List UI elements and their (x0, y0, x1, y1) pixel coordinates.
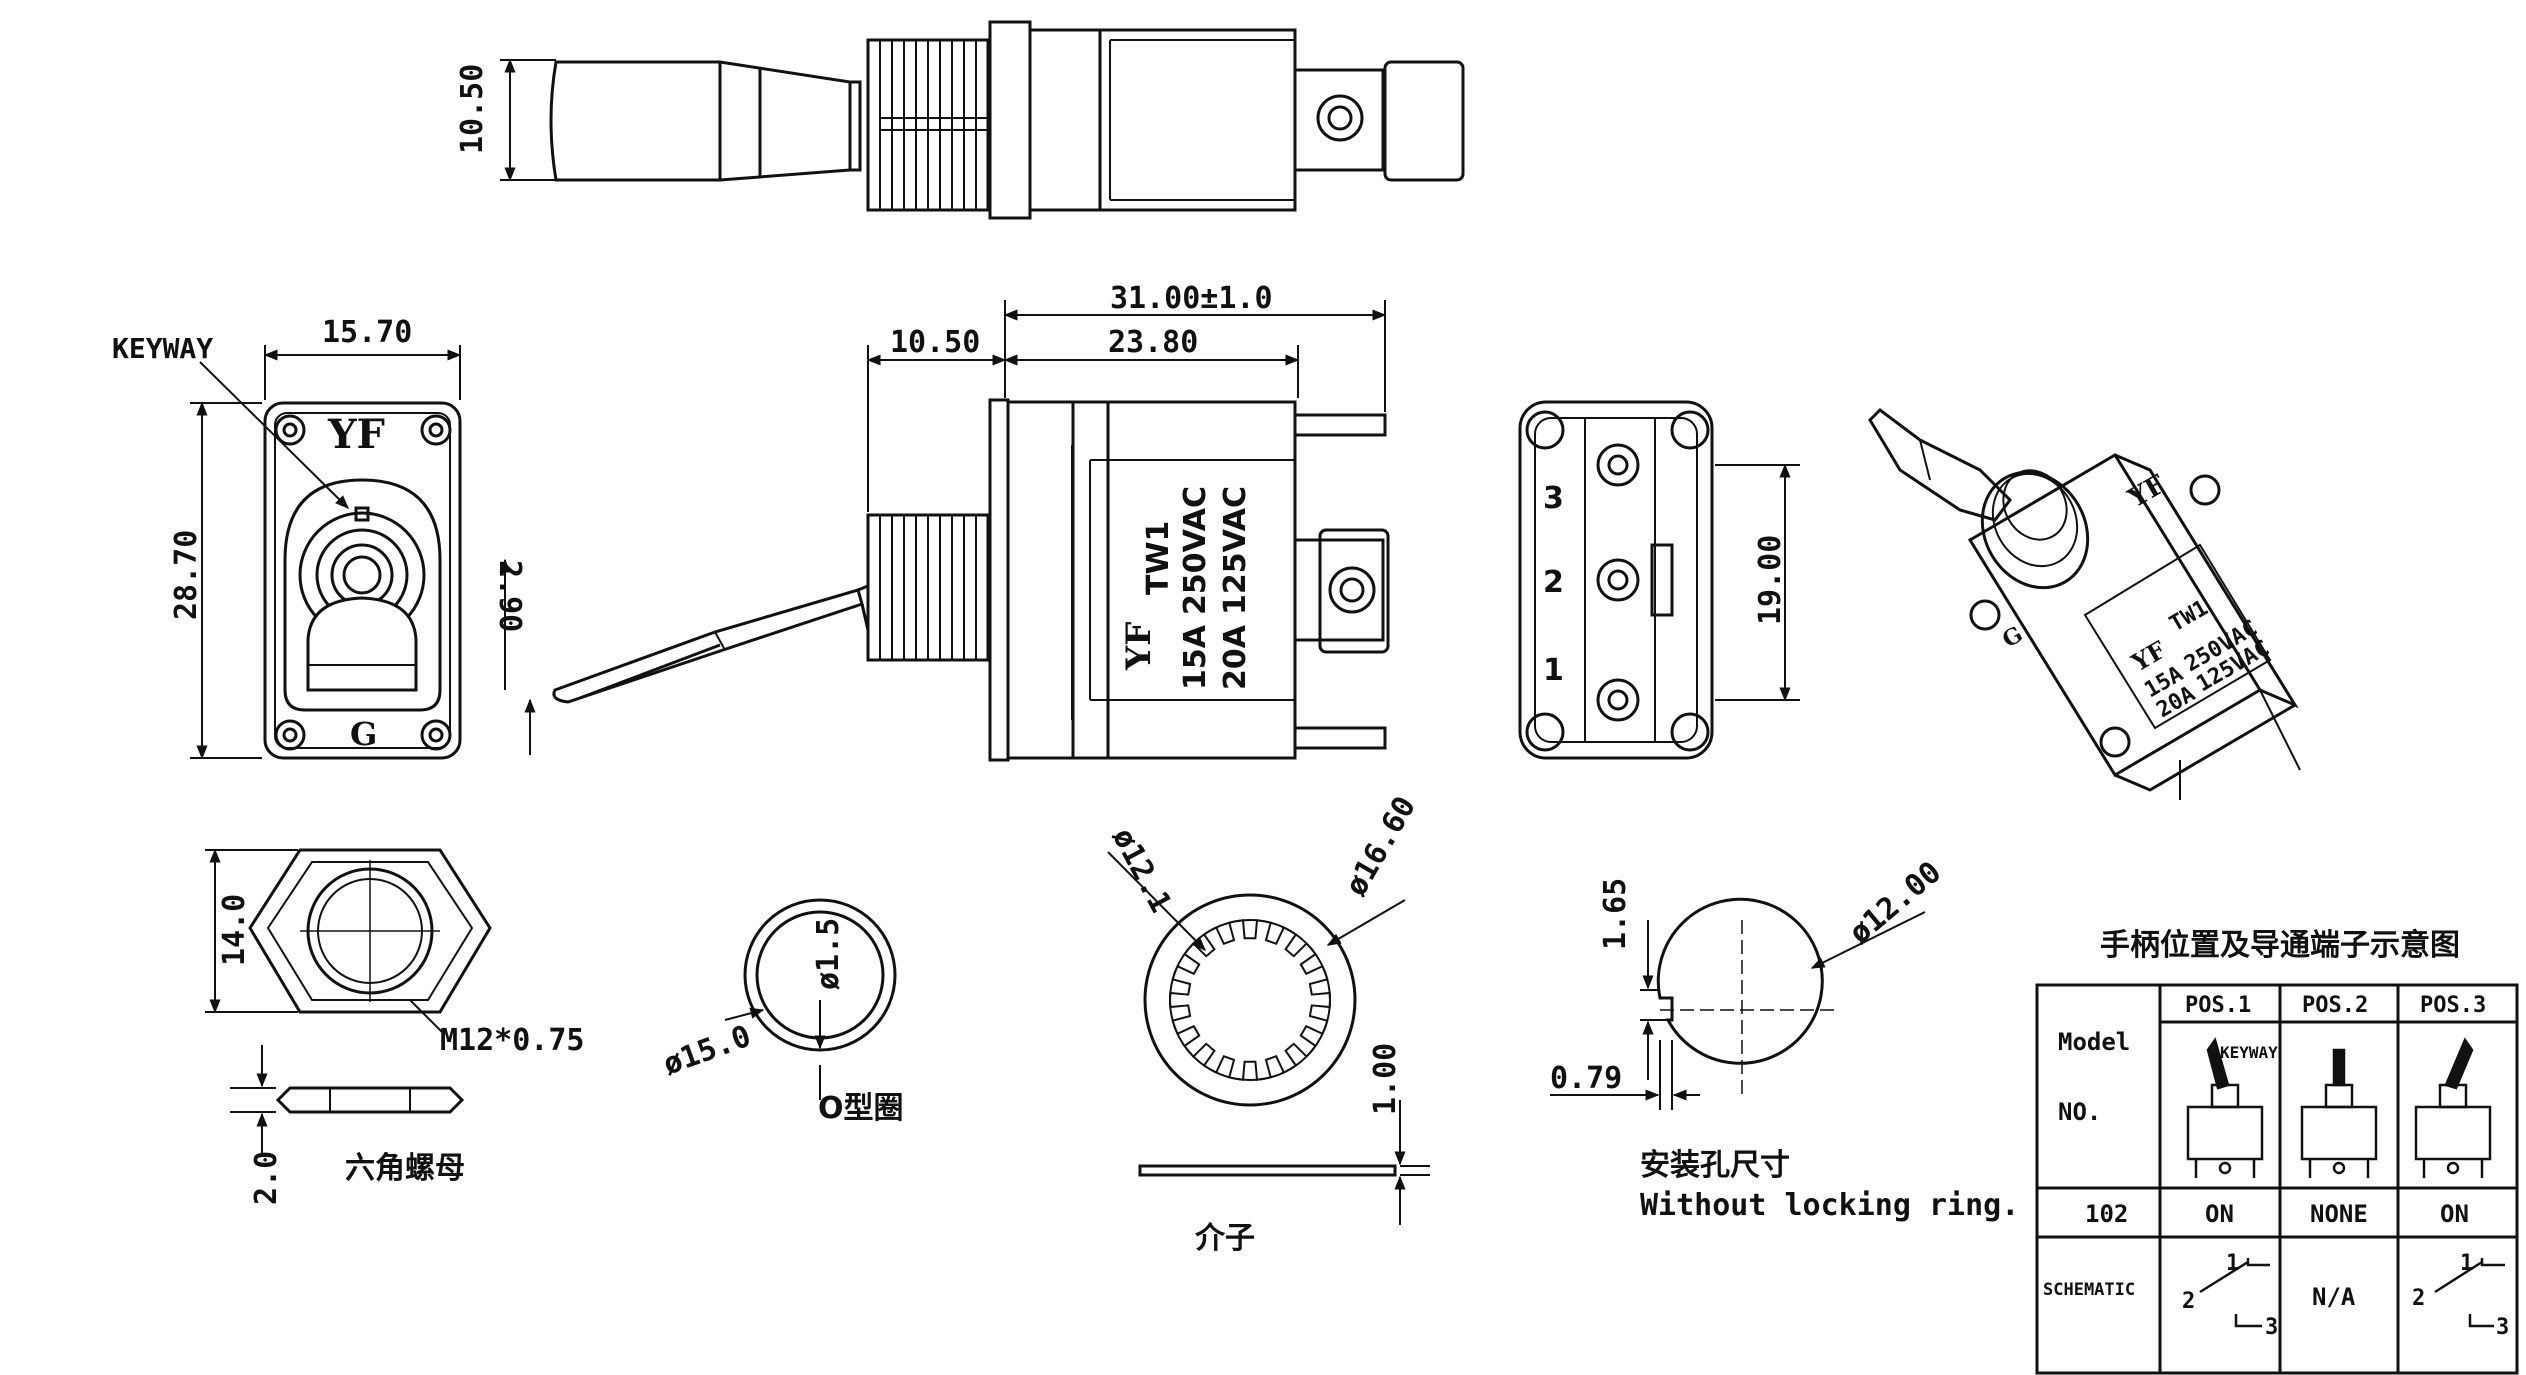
table-header-pos2: POS.2 (2302, 993, 2368, 1018)
sch3-pin2: 2 (2412, 1286, 2425, 1311)
switch-pos2-icon (2300, 1048, 2378, 1178)
schematic-pos3-icon (2434, 1258, 2505, 1328)
position-table (2035, 983, 2519, 1375)
washer-thick-dim: 1.00 (1368, 1043, 1403, 1115)
nut-thick-dim: 2.0 (249, 1151, 284, 1205)
handle-angle-dim: 2.90 (492, 560, 527, 632)
keyway-label: KEYWAY (112, 332, 213, 365)
o-ring (724, 898, 897, 1100)
sch3-pin3: 3 (2496, 1315, 2509, 1340)
side-rating-125vac: 125VAC (1218, 486, 1253, 615)
mount-hole-caption: 安装孔尺寸 (1640, 1148, 1790, 1183)
isometric-view (1868, 408, 2301, 800)
pin-1-label: 1 (1543, 653, 1564, 688)
sch1-pin1: 1 (2226, 1251, 2239, 1276)
hole-dia-dim: ø12.00 (1843, 855, 1949, 951)
top-height-dim: 10.50 (455, 64, 490, 154)
table-row-pos3: ON (2440, 1200, 2469, 1228)
iso-brand: YF (2123, 469, 2171, 514)
mount-hole-note: Without locking ring. (1640, 1188, 2019, 1223)
hex-nut (205, 848, 492, 1155)
hole-key-width-dim: 0.79 (1550, 1061, 1622, 1096)
front-brand: YF (327, 411, 385, 458)
oring-cs-dim: ø1.5 (811, 918, 846, 990)
washer-id-dim: ø12.1 (1105, 822, 1178, 918)
schematic-pos1-icon (2199, 1258, 2270, 1328)
nut-thread-dim: M12*0.75 (440, 1023, 585, 1058)
hole-key-dim: 1.65 (1598, 878, 1633, 950)
washer-od-dim: ø16.60 (1339, 791, 1423, 902)
front-view (190, 345, 462, 760)
handle-length-dim: 10.50 (890, 325, 980, 360)
side-brand: YF (1119, 622, 1159, 671)
switch-pos3-icon (2414, 1037, 2492, 1178)
sch1-pin2: 2 (2182, 1289, 2195, 1314)
table-header-pos3: POS.3 (2420, 993, 2486, 1018)
side-rating-20a: 20A (1218, 624, 1253, 690)
pin-2-label: 2 (1543, 565, 1564, 600)
sch1-pin3: 3 (2265, 1315, 2278, 1340)
mounting-hole (1550, 897, 1926, 1110)
nut-width-dim: 14.0 (217, 894, 252, 966)
hex-nut-caption: 六角螺母 (345, 1151, 465, 1186)
side-rating-15a: 15A (1178, 624, 1213, 690)
table-title: 手柄位置及导通端子示意图 (2100, 928, 2460, 963)
side-rating-250vac: 250VAC (1178, 486, 1213, 615)
table-schematic-mid: N/A (2312, 1283, 2356, 1311)
rear-view (1518, 400, 1800, 760)
oring-caption: O型圈 (818, 1091, 904, 1126)
table-row-id: 102 (2085, 1200, 2128, 1228)
pin-3-label: 3 (1543, 481, 1564, 516)
washer-caption: 介子 (1194, 1221, 1255, 1256)
top-view (500, 20, 1465, 220)
front-width-dim: 15.70 (322, 315, 412, 350)
overall-length-dim: 31.00±1.0 (1110, 281, 1273, 316)
table-model-label: Model (2058, 1028, 2130, 1056)
body-length-dim: 23.80 (1108, 325, 1198, 360)
table-row-pos1: ON (2205, 1200, 2234, 1228)
sch3-pin1: 1 (2460, 1251, 2473, 1276)
table-header-pos1: POS.1 (2185, 993, 2251, 1018)
table-no-label: NO. (2058, 1098, 2101, 1126)
table-row-pos2: NONE (2310, 1200, 2368, 1228)
front-g-mark: G (350, 715, 377, 753)
rear-height-dim: 19.00 (1753, 535, 1788, 625)
star-washer (1107, 851, 1430, 1225)
front-height-dim: 28.70 (169, 530, 204, 620)
switch-pos1-icon (2186, 1037, 2264, 1178)
side-model: TW1 (1141, 521, 1176, 595)
oring-od-dim: ø15.0 (659, 1019, 756, 1083)
side-view (499, 300, 1390, 762)
table-keyway-label: KEYWAY (2220, 1043, 2278, 1062)
table-schematic-label: SCHEMATIC (2043, 1280, 2135, 1300)
